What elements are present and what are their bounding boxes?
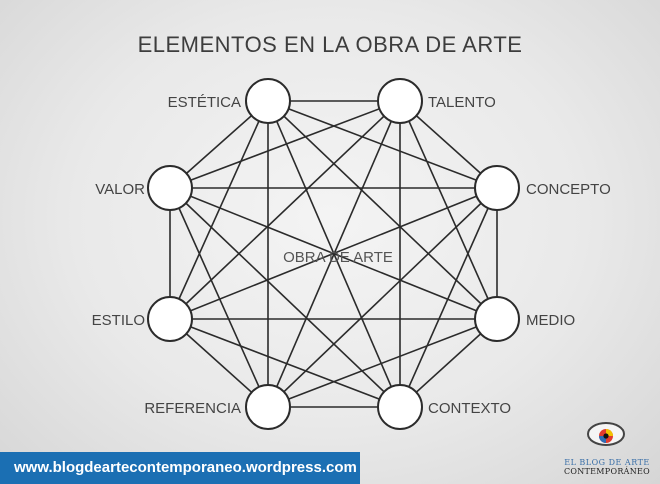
node-concepto	[474, 165, 520, 211]
node-label-medio: MEDIO	[526, 312, 575, 329]
edge-concepto-contexto	[399, 187, 498, 408]
node-label-estetica: ESTÉTICA	[168, 94, 241, 111]
node-talento	[377, 78, 423, 124]
diagram-title: ELEMENTOS EN LA OBRA DE ARTE	[137, 32, 523, 57]
node-estetica	[245, 78, 291, 124]
node-medio	[474, 296, 520, 342]
node-label-concepto: CONCEPTO	[526, 181, 611, 198]
edge-medio-referencia	[267, 318, 498, 408]
edge-talento-valor	[169, 100, 401, 189]
nodes-group	[147, 78, 520, 430]
node-estilo	[147, 296, 193, 342]
blog-url-link[interactable]: www.blogdeartecontemporaneo.wordpress.co…	[0, 452, 360, 484]
node-contexto	[377, 384, 423, 430]
node-label-valor: VALOR	[95, 181, 145, 198]
node-referencia	[245, 384, 291, 430]
edge-contexto-estilo	[169, 318, 401, 408]
eye-icon	[587, 422, 625, 446]
edge-contexto-valor	[169, 187, 401, 408]
logo-text-line1: EL BLOG DE ARTE	[564, 458, 650, 467]
node-label-contexto: CONTEXTO	[428, 400, 511, 417]
edge-estetica-estilo	[169, 100, 269, 320]
edge-estetica-concepto	[267, 100, 498, 189]
edge-talento-medio	[399, 100, 498, 320]
edge-referencia-valor	[169, 187, 269, 408]
edge-talento-estilo	[169, 100, 401, 320]
labels-group: ESTÉTICA TALENTO CONCEPTO MEDIO CONTEXTO REFE…	[92, 94, 611, 417]
edge-concepto-referencia	[267, 187, 498, 408]
node-label-referencia: REFERENCIA	[144, 400, 241, 417]
node-label-estilo: ESTILO	[92, 312, 145, 329]
edge-medio-valor	[169, 187, 498, 320]
node-label-talento: TALENTO	[428, 94, 496, 111]
node-valor	[147, 165, 193, 211]
blog-logo: EL BLOG DE ARTE CONTEMPORÁNEO	[560, 420, 654, 480]
center-label: OBRA DE ARTE	[283, 249, 393, 266]
edge-estetica-medio	[267, 100, 498, 320]
logo-text-line2: CONTEMPORÁNEO	[563, 467, 651, 476]
